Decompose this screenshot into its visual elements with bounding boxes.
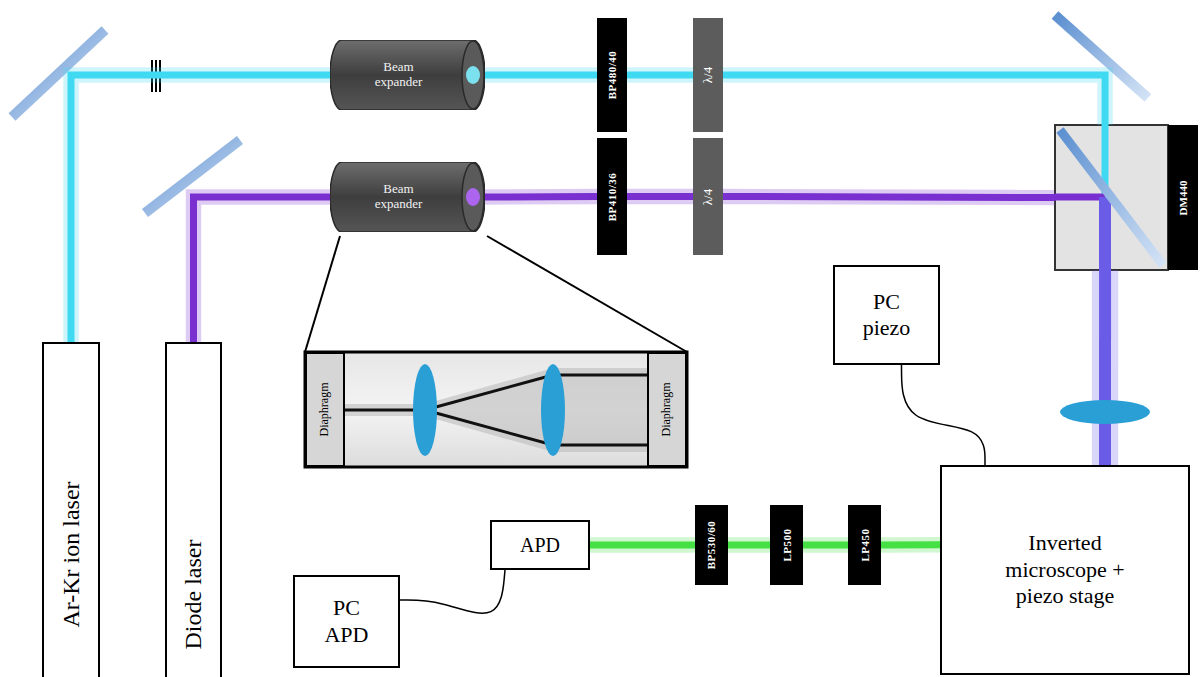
node-label: λ/4 xyxy=(700,67,716,83)
optical-filter: BP530/60 xyxy=(695,505,728,585)
cylinder-end xyxy=(462,163,484,231)
quarter-wave-plate: λ/4 xyxy=(693,138,723,255)
laser-beam xyxy=(627,193,693,200)
node-label: BP480/40 xyxy=(606,51,618,100)
node-label: Beam expander xyxy=(364,60,434,90)
node-label: Diaphragm xyxy=(660,383,675,437)
beam-glow xyxy=(803,537,848,552)
beam-expander: Beam expander xyxy=(330,40,485,110)
node-label: APD xyxy=(520,533,560,557)
beam-glow xyxy=(627,189,693,204)
laser-beam xyxy=(485,72,597,79)
cylinder xyxy=(330,40,485,110)
beam-glow xyxy=(485,189,597,205)
dichroic-mirror: DM440 xyxy=(1055,125,1198,270)
node-label: LP500 xyxy=(781,528,793,561)
beam xyxy=(1055,194,1105,201)
node-label: BP530/60 xyxy=(706,521,718,570)
laser-beam xyxy=(71,75,330,342)
beam-expander: Beam expander xyxy=(330,162,485,232)
beam-glow xyxy=(728,537,770,552)
diaphragm: Diaphragm xyxy=(647,352,687,467)
beam-glow xyxy=(194,197,331,342)
beam-glow xyxy=(590,537,695,552)
laser-beam xyxy=(723,75,1105,125)
cylinder-end xyxy=(462,41,484,109)
node-label: DM440 xyxy=(1177,180,1189,215)
zoom-line xyxy=(305,236,340,352)
laser-beam xyxy=(627,72,693,79)
label-band: DM440 xyxy=(1168,125,1198,270)
beam-glow xyxy=(627,67,693,82)
inset-beam xyxy=(345,368,650,452)
beam-glow xyxy=(71,75,330,342)
device-box: PC APD xyxy=(293,575,400,668)
dichroic-housing xyxy=(1055,125,1168,270)
beam-glow xyxy=(466,188,480,206)
node-label: BP410/36 xyxy=(606,172,618,221)
laser-beam xyxy=(881,541,940,548)
node-label: Inverted microscope + piezo stage xyxy=(985,530,1145,609)
diaphragm: Diaphragm xyxy=(305,352,345,467)
beam-glow xyxy=(723,75,1105,125)
beam-glow xyxy=(1092,270,1118,465)
beam-glow xyxy=(881,537,940,553)
quarter-wave-plate: λ/4 xyxy=(693,18,723,132)
laser-beam xyxy=(194,197,331,342)
beam-glow xyxy=(901,365,985,465)
node-label: LP450 xyxy=(859,528,871,561)
dichroic-mirror xyxy=(1060,130,1163,265)
node-label: Diaphragm xyxy=(318,383,333,437)
expander-inset xyxy=(305,352,687,467)
node-label: PC APD xyxy=(317,595,377,648)
laser-beam xyxy=(485,193,597,201)
laser-beam xyxy=(728,542,770,549)
beam-glow xyxy=(400,570,505,613)
zoom-line xyxy=(487,236,687,352)
node-label: Beam expander xyxy=(364,182,434,212)
beam-glow xyxy=(485,67,597,82)
device-box: Inverted microscope + piezo stage xyxy=(940,465,1190,675)
node-label: λ/4 xyxy=(700,188,716,204)
laser-source: Ar-Kr ion laser xyxy=(42,342,100,677)
beam-glow xyxy=(723,197,1055,198)
cylinder xyxy=(330,162,485,232)
node-label: Diode laser xyxy=(180,540,207,650)
laser-beam xyxy=(803,542,848,549)
beam-glow xyxy=(466,66,480,84)
node-label: PC piezo xyxy=(852,289,922,342)
laser-beam xyxy=(1099,270,1111,465)
lens xyxy=(413,364,437,456)
node-label: Ar-Kr ion laser xyxy=(58,481,85,627)
optical-filter: LP500 xyxy=(770,505,803,585)
objective-lens xyxy=(1060,400,1150,424)
laser-beam xyxy=(723,197,1055,198)
beam xyxy=(1099,197,1111,270)
device-box: PC piezo xyxy=(833,265,940,365)
optical-filter: BP480/40 xyxy=(597,18,627,132)
cable xyxy=(901,365,985,465)
laser-beam xyxy=(590,542,695,549)
lens xyxy=(541,364,565,456)
device-box: APD xyxy=(490,520,590,570)
optical-filter: BP410/36 xyxy=(597,138,627,255)
cable xyxy=(400,570,505,613)
optical-filter: LP450 xyxy=(848,505,881,585)
laser-source: Diode laser xyxy=(165,342,222,677)
